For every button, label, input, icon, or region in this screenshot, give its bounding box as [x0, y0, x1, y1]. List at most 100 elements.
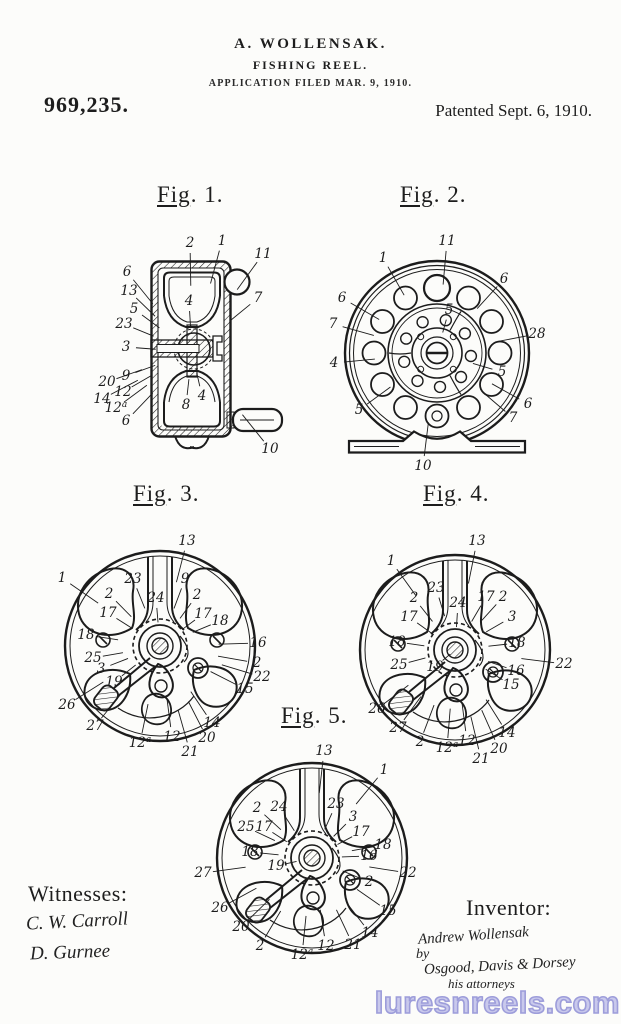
fig4-callout-12: 12 — [458, 733, 475, 749]
inventor-heading: Inventor: — [466, 895, 551, 921]
fig4-leader-2 — [420, 606, 432, 622]
fig4-callout-13: 13 — [468, 533, 485, 549]
fig3-leader-24 — [157, 608, 158, 622]
fig3-callout-2: 2 — [192, 587, 202, 603]
fig4-callout-2: 2 — [415, 734, 425, 750]
fig4-callout-17: 17 — [477, 589, 495, 605]
fig2-callout-6: 6 — [338, 290, 347, 306]
fig1-callout-11: 11 — [254, 246, 271, 262]
fig5-callout-26: 26 — [210, 900, 229, 916]
fig3-leader-3 — [110, 658, 128, 665]
fig1-leader-12 — [132, 375, 153, 387]
fig5-callout-14: 14 — [361, 925, 378, 941]
fig2-label: Fig. 2. — [400, 182, 466, 208]
fig2-leader-28 — [497, 336, 527, 342]
fig4-leader-17 — [472, 606, 481, 622]
fig2-callout-11: 11 — [438, 233, 455, 249]
fig4-callout-18: 18 — [388, 634, 406, 650]
fig5-callout-24: 24 — [269, 799, 287, 815]
fig3-callout-26: 26 — [57, 697, 76, 713]
fig5-callout-19: 19 — [267, 858, 285, 874]
fig2-leader-4 — [344, 359, 375, 362]
fig3-callout-17: 17 — [99, 605, 117, 621]
fig5-callout-21: 21 — [343, 937, 361, 953]
fig2-callout-10: 10 — [414, 458, 432, 474]
fig5-callout-12a: 12a — [291, 947, 314, 963]
fig5-callout-2: 2 — [252, 800, 262, 816]
fig2-callout-5: 5 — [498, 364, 507, 380]
fig4-callout-19: 19 — [426, 659, 444, 675]
watermark: luresnreels.com — [375, 985, 620, 1021]
fig4-leader-18 — [407, 643, 424, 645]
fig4-leader-25 — [409, 658, 426, 663]
fig5-callout-17: 17 — [352, 824, 370, 840]
fig4-callout-25: 25 — [389, 657, 407, 673]
fig5-callout-23: 23 — [326, 796, 344, 812]
fig3-callout-22: 22 — [252, 669, 270, 685]
fig3-callout-1: 1 — [58, 570, 67, 586]
fig4-callout-2: 2 — [409, 590, 419, 606]
fig4-callout-15: 15 — [502, 677, 519, 693]
fig5-leader-15 — [357, 889, 380, 905]
fig1-callout-4: 4 — [197, 388, 207, 404]
fig3-callout-24: 24 — [146, 590, 164, 606]
inventor-name-line: A. WOLLENSAK. — [0, 36, 621, 53]
fig4-callout-21: 21 — [471, 751, 489, 767]
witnesses-heading: Witnesses: — [28, 881, 127, 907]
witness-signature-2: D. Gurnee — [30, 941, 111, 966]
fig1-callout-3: 3 — [122, 339, 131, 355]
fig1-callout-5: 5 — [130, 301, 139, 317]
fig1-label: Fig. 1. — [157, 182, 223, 208]
fig1-callout-1: 1 — [218, 233, 227, 249]
fig5-callout-16: 16 — [360, 848, 378, 864]
fig4-callout-24: 24 — [448, 595, 466, 611]
fig4-callout-22: 22 — [554, 656, 572, 672]
fig1-callout-12: 12 — [114, 384, 131, 400]
fig1-leader-4 — [197, 373, 200, 386]
fig3-callout-2: 2 — [104, 586, 114, 602]
fig3-callout-15: 15 — [236, 681, 253, 697]
fig4-callout-20: 20 — [489, 741, 508, 757]
fig3-leader-18 — [96, 636, 118, 639]
fig5-leader-18 — [260, 853, 279, 855]
fig3-callout-3: 3 — [97, 661, 106, 677]
fig1-callout-4: 4 — [184, 293, 194, 309]
fig3-label: Fig. 3. — [133, 481, 199, 507]
fig3-callout-16: 16 — [249, 635, 267, 651]
patent-number: 969,235. — [44, 92, 129, 118]
fig1-callout-7: 7 — [254, 290, 263, 306]
fig3-callout-27: 27 — [85, 718, 104, 734]
fig1-callout-13: 13 — [120, 283, 137, 299]
fig4-label: Fig. 4. — [423, 481, 489, 507]
fig2-callout-6: 6 — [524, 396, 533, 412]
fig4-callout-14: 14 — [498, 725, 515, 741]
fig3-leader-23 — [137, 588, 145, 608]
fig5-label: Fig. 5. — [281, 703, 347, 729]
fig4-callout-27: 27 — [388, 720, 407, 736]
fig5-leader-14 — [346, 903, 363, 926]
fig3-leader-25 — [103, 653, 123, 657]
fig3-callout-18: 18 — [211, 613, 229, 629]
fig5-callout-3: 3 — [349, 809, 358, 825]
fig4-callout-23: 23 — [426, 580, 444, 596]
fig1-leader-7 — [230, 304, 250, 320]
fig2-callout-5: 5 — [445, 302, 454, 318]
fig3-callout-14: 14 — [203, 715, 220, 731]
by-line: by — [416, 947, 429, 963]
fig1-callout-6: 6 — [123, 264, 132, 280]
fig3-callout-20: 20 — [197, 730, 216, 746]
fig5-callout-18: 18 — [241, 844, 259, 860]
fig1-leader-4 — [190, 311, 191, 326]
fig2-callout-6: 6 — [500, 271, 509, 287]
fig4-leader-18 — [488, 644, 507, 646]
fig5-callout-15: 15 — [379, 903, 396, 919]
fig3-callout-13: 13 — [178, 533, 195, 549]
application-line: APPLICATION FILED MAR. 9, 1910. — [0, 78, 621, 89]
fig2-callout-1: 1 — [379, 250, 388, 266]
fig1-leader-8 — [187, 379, 189, 395]
fig1-callout-2: 2 — [185, 235, 195, 251]
fig4-callout-17: 17 — [400, 609, 418, 625]
fig3-leader-17 — [116, 618, 132, 628]
fig3-callout-18: 18 — [77, 627, 95, 643]
